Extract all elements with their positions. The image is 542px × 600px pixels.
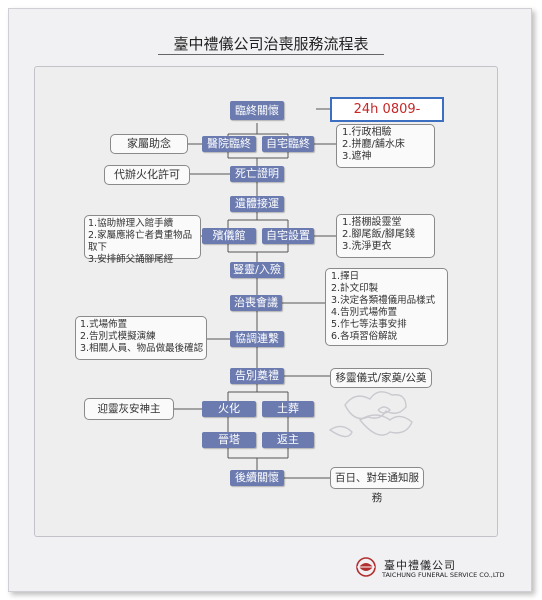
note-item: 2.家屬應將亡者貴重物品取下 — [88, 230, 193, 253]
note-item: 3.洗淨更衣 — [342, 241, 392, 252]
note-item: 1.行政相驗 — [342, 127, 392, 138]
node-columbarium: 晉塔 — [202, 432, 256, 448]
note-funeral-home-list: 1.協助辦理入館手續 2.家屬應將亡者貴重物品取下 3.安排師父誦腳尾經 — [84, 215, 201, 265]
note-item: 3.相關人員、物品做最後確認 — [80, 343, 204, 354]
node-home-setup: 自宅設置 — [262, 228, 314, 244]
node-funeral-home: 殯儀館 — [202, 228, 256, 244]
note-item: 6.各項習俗解說 — [331, 331, 398, 342]
note-home-death-list: 1.行政相驗 2.拼廳/舖水床 3.遮神 — [336, 124, 435, 168]
company-name: 臺中禮儀公司 — [384, 559, 456, 572]
note-home-setup-list: 1.搭棚設靈堂 2.腳尾飯/腳尾錢 3.洗淨更衣 — [336, 214, 435, 258]
note-ash-spirit: 迎靈灰安神主 — [84, 398, 174, 420]
note-meeting-list: 1.擇日 2.訃文印製 3.決定各類禮儀用品樣式 4.告別式場佈置 5.作七等法… — [325, 268, 448, 346]
note-item: 1.搭棚設靈堂 — [342, 217, 402, 228]
note-item: 3.決定各類禮儀用品樣式 — [331, 295, 436, 306]
company-logo-icon — [356, 557, 376, 577]
note-item: 1.協助辦理入館手續 — [88, 218, 174, 229]
node-coordination: 協調連繫 — [230, 331, 284, 347]
note-coordination-list: 1.式場佈置 2.告別式模擬演練 3.相關人員、物品做最後確認 — [75, 316, 207, 360]
node-cremation: 火化 — [202, 401, 256, 417]
note-item: 2.訃文印製 — [331, 283, 379, 294]
cloud-motif-icon — [328, 391, 413, 438]
note-item: 2.告別式模擬演練 — [80, 331, 156, 342]
node-farewell-ceremony: 告別奠禮 — [230, 368, 284, 384]
note-item: 4.告別式場佈置 — [331, 307, 398, 318]
note-item: 5.作七等法事安排 — [331, 319, 407, 330]
node-death-certificate: 死亡證明 — [230, 166, 284, 182]
note-item: 2.腳尾飯/腳尾錢 — [342, 229, 415, 240]
note-item: 3.安排師父誦腳尾經 — [88, 254, 174, 265]
note-family-chanting: 家屬助念 — [110, 134, 188, 154]
node-burial: 土葬 — [262, 401, 314, 417]
node-hospital-death: 醫院臨終 — [202, 136, 256, 152]
note-item: 1.擇日 — [331, 271, 360, 282]
node-encoffining: 豎靈/入殮 — [230, 262, 284, 278]
hotline-box: 24h 0809-053388 — [330, 97, 444, 138]
company-english-name: TAICHUNG FUNERAL SERVICE CO.,LTD — [382, 571, 505, 579]
node-body-transport: 遺體接運 — [230, 196, 284, 212]
node-deathbed-care: 臨終關懷 — [230, 101, 284, 120]
page-title: 臺中禮儀公司治喪服務流程表 — [173, 35, 369, 53]
note-item: 2.拼廳/舖水床 — [342, 139, 405, 150]
note-followup-notice: 百日、對年通知服務 — [330, 467, 424, 504]
note-cremation-permit: 代辦火化許可 — [104, 165, 190, 185]
note-item: 3.遮神 — [342, 151, 372, 162]
node-home-death: 自宅臨終 — [262, 136, 314, 152]
node-return-tablet: 返主 — [262, 432, 314, 448]
node-followup-care: 後續關懷 — [230, 470, 284, 486]
node-funeral-meeting: 治喪會議 — [230, 295, 282, 311]
note-item: 1.式場佈置 — [80, 319, 128, 330]
note-farewell-rites: 移靈儀式/家奠/公奠 — [330, 368, 432, 388]
title-underline — [158, 54, 384, 55]
